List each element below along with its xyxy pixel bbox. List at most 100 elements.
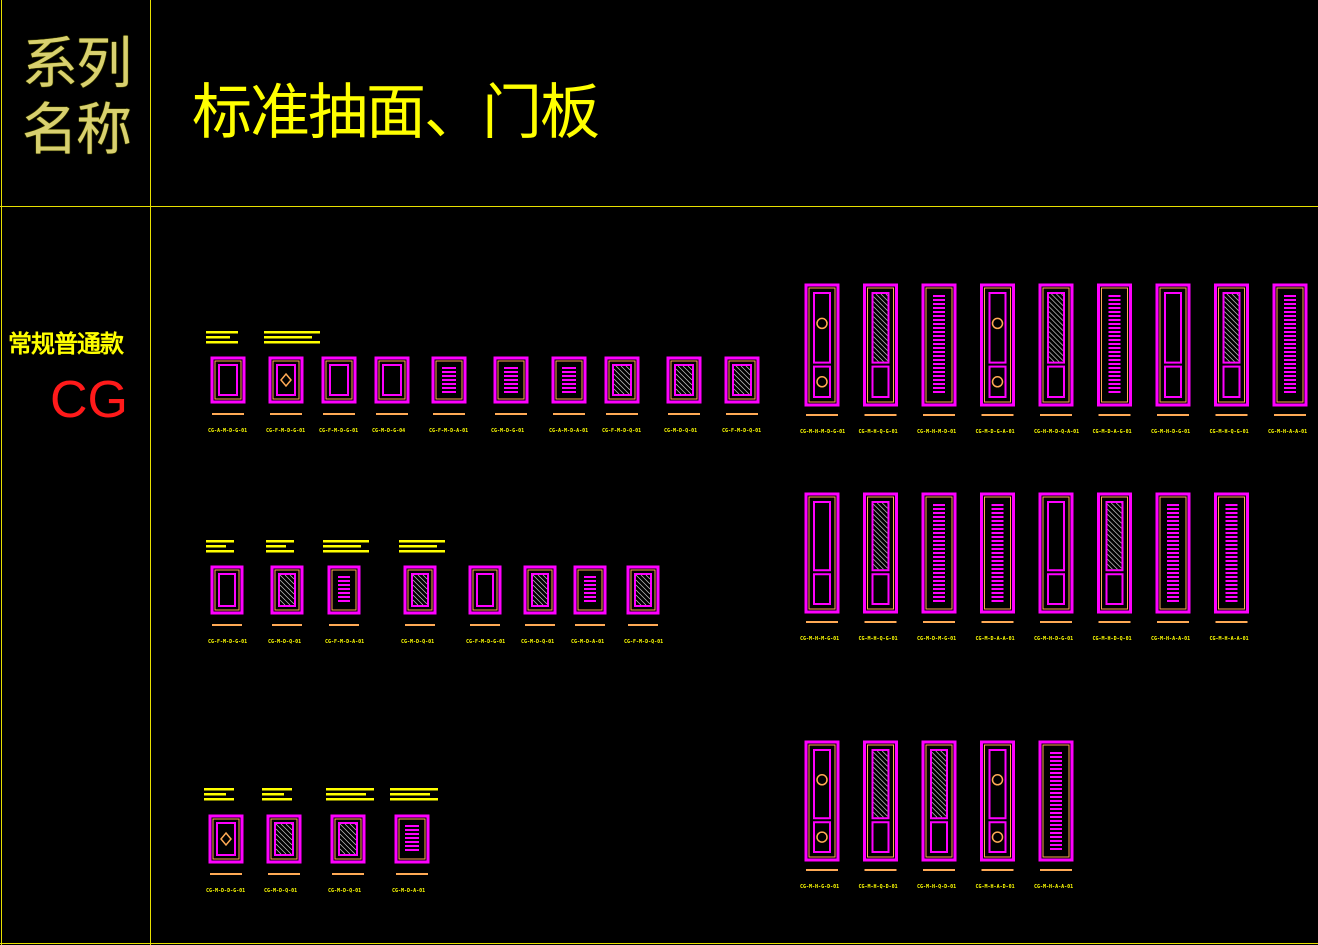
row3-short-panel-1-code: CG-M-D-D-G-01 <box>206 888 245 894</box>
row3-note-1 <box>204 788 234 801</box>
row1-tall-panel-9-louver <box>1284 295 1296 393</box>
row3-short-panel-4-frame <box>394 814 430 864</box>
row3-tall-panel-2-frame <box>863 740 898 862</box>
row2-short-panel-4-frame <box>403 565 437 615</box>
row1-short-panel-10-hatch <box>733 365 751 395</box>
row3-tall-panel-3-glass <box>930 749 948 820</box>
row1-tall-panel-8-frame <box>1214 283 1249 407</box>
row3-short-panel-3-hatch <box>339 823 357 855</box>
row2-short-panel-2-frame <box>270 565 304 615</box>
row2-tall-panel-7-frame <box>1155 492 1191 614</box>
row1-tall-panel-9-code: CG-M-H-A-A-01 <box>1268 429 1307 435</box>
row2-short-panel-4-glass <box>411 573 429 607</box>
row1-tall-panel-4-code: CG-M-D-G-A-01 <box>976 429 1015 435</box>
row3-tall-panel-4-ornament-lower <box>991 831 1004 843</box>
row3-short-panel-4-inner-frame <box>398 818 426 860</box>
row1-tall-panel-7-upper-inset <box>1164 292 1182 364</box>
row3-note-2 <box>262 788 292 801</box>
row1-tall-panel-7-frame <box>1155 283 1191 407</box>
row1-note-1 <box>206 331 238 344</box>
row2-short-panel-8-hatch <box>635 574 651 606</box>
row1-short-panel-7-inner-frame <box>555 360 583 400</box>
row1-tall-panel-7-lower-inset <box>1164 365 1182 399</box>
row2-note-4 <box>399 540 445 553</box>
row1-tall-panel-4-lower-inset <box>988 365 1007 399</box>
row2-short-panel-5-inset <box>476 573 494 607</box>
row2-tall-panel-6-code: CG-M-H-D-Q-01 <box>1093 636 1132 642</box>
row1-tall-panel-5-inner-frame <box>1042 287 1070 403</box>
row1-tall-panel-5-code: CG-H-M-D-Q-A-01 <box>1034 429 1079 435</box>
row1-tall-panel-7-inner-frame <box>1159 287 1187 403</box>
row1-short-panel-5-frame <box>431 356 467 404</box>
category-name: 常规普通款 <box>8 330 124 358</box>
row2-short-panel-1-inner-frame <box>214 569 240 611</box>
row3-tall-panel-3-code: CG-M-H-Q-D-01 <box>917 884 956 890</box>
row2-tall-panel-3-inner-frame <box>925 496 953 610</box>
row1-short-panel-5-inner-frame <box>435 360 463 400</box>
row2-short-panel-5-code: CG-F-M-D-G-01 <box>466 639 505 645</box>
row1-tall-panel-6-inner-frame <box>1101 287 1128 403</box>
row1-tall-panel-3-inner-frame <box>925 287 953 403</box>
row1-short-panel-1-frame <box>210 356 246 404</box>
row1-tall-panel-2-inner-frame <box>867 287 894 403</box>
category-code: CG <box>50 371 128 429</box>
row1-tall-panel-1-inner-frame <box>808 287 836 403</box>
row2-tall-panel-4-louver <box>991 504 1004 602</box>
row3-tall-panel-4-code: CG-M-H-A-D-01 <box>976 884 1015 890</box>
row2-tall-panel-5-inner-frame <box>1042 496 1070 610</box>
row3-tall-panel-5-inner-frame <box>1042 744 1070 858</box>
row1-short-panel-9-glass <box>674 364 694 396</box>
row2-short-panel-6-frame <box>523 565 557 615</box>
row2-tall-panel-2-glass <box>871 501 890 572</box>
row3-short-panel-1-diamond <box>220 831 232 847</box>
row3-tall-panel-1-code: CG-M-H-G-D-01 <box>800 884 839 890</box>
row2-note-3 <box>323 540 369 553</box>
row1-short-panel-7-frame <box>551 356 587 404</box>
row3-tall-panel-4-lower-inset <box>988 821 1007 853</box>
row1-short-panel-8-code: CG-F-M-D-Q-01 <box>602 428 641 434</box>
row1-tall-panel-1-ornament-lower <box>816 376 828 388</box>
row1-tall-panel-4-ornament-lower <box>991 376 1004 388</box>
row2-short-panel-7-code: CG-M-D-A-01 <box>571 639 604 645</box>
row2-tall-panel-7-inner-frame <box>1159 496 1187 610</box>
row1-short-panel-9-inner-frame <box>670 360 698 400</box>
row1-short-panel-7-louver <box>562 367 576 393</box>
label-column-divider <box>150 0 151 945</box>
row1-short-panel-2-inner-frame <box>272 360 300 400</box>
row2-tall-panel-2-frame <box>863 492 898 614</box>
row3-short-panel-2-inner-frame <box>270 818 298 860</box>
row1-tall-panel-1-upper-inset <box>813 292 831 364</box>
row2-short-panel-6-hatch <box>532 574 548 606</box>
row1-short-panel-8-frame <box>604 356 640 404</box>
row1-tall-panel-1-frame <box>804 283 840 407</box>
row1-short-panel-1-code: CG-A-M-D-G-01 <box>208 428 247 434</box>
row1-tall-panel-4-frame <box>980 283 1015 407</box>
row1-tall-panel-1-ornament-upper <box>816 317 828 330</box>
row2-note-2 <box>266 540 294 553</box>
row1-tall-panel-8-inner-frame <box>1218 287 1245 403</box>
row2-tall-panel-1-lower-inset <box>813 573 831 605</box>
row3-tall-panel-4-ornament-upper <box>991 774 1004 786</box>
row2-tall-panel-3-louver <box>933 504 945 602</box>
row2-tall-panel-4-inner-frame <box>984 496 1011 610</box>
row2-tall-panel-6-frame <box>1097 492 1132 614</box>
row2-tall-panel-4-frame <box>980 492 1015 614</box>
row3-short-panel-1-inner-frame <box>212 818 240 860</box>
row1-tall-panel-3-code: CG-M-H-M-D-01 <box>917 429 956 435</box>
row3-tall-panel-1-inner-frame <box>808 744 836 858</box>
row2-tall-panel-8-frame <box>1214 492 1249 614</box>
row1-tall-panel-2-lower-inset <box>871 365 890 399</box>
row2-tall-panel-8-code: CG-M-H-A-A-01 <box>1210 636 1249 642</box>
row1-tall-panel-2-code: CG-M-H-Q-G-01 <box>859 429 898 435</box>
row2-short-panel-2-inner-frame <box>274 569 300 611</box>
row2-short-panel-6-code: CG-M-D-Q-01 <box>521 639 554 645</box>
row1-tall-panel-7-code: CG-M-H-D-G-01 <box>1151 429 1190 435</box>
row2-short-panel-7-frame <box>573 565 607 615</box>
row3-short-panel-4-code: CG-M-D-A-01 <box>392 888 425 894</box>
row3-tall-panel-5-louver <box>1050 752 1062 850</box>
row2-note-1 <box>206 540 234 553</box>
row1-short-panel-9-code: CG-M-D-Q-01 <box>664 428 697 434</box>
row3-note-4 <box>390 788 438 801</box>
row1-tall-panel-1-code: CG-M-H-M-D-G-01 <box>800 429 845 435</box>
